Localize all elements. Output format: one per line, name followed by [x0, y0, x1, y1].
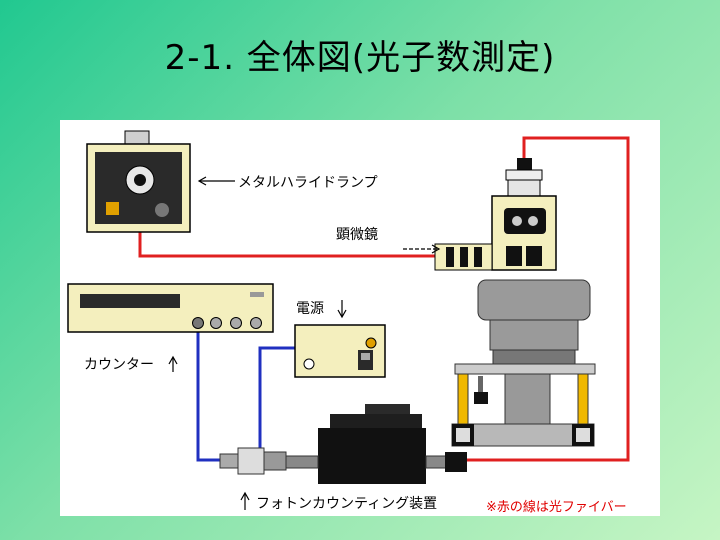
photon-arrow	[240, 491, 250, 510]
metal-halide-lamp	[86, 130, 191, 233]
cable-power	[258, 346, 295, 464]
power-label: 電源	[296, 301, 324, 317]
fiber-line-right	[465, 136, 630, 462]
counter-device	[67, 283, 274, 333]
photon-counting-device	[219, 404, 467, 484]
microscope	[434, 158, 596, 447]
lamp-label: メタルハライドランプ	[238, 175, 378, 191]
cable-counter	[196, 324, 220, 462]
lamp-arrow	[197, 176, 235, 186]
diagram-panel: メタルハライドランプ 顕微鏡 電源 カウンター フォトンカウンティング装置 ※赤…	[60, 120, 660, 516]
counter-arrow	[168, 355, 178, 372]
microscope-arrow	[403, 244, 441, 254]
counter-label: カウンター	[84, 357, 154, 373]
power-supply	[294, 324, 386, 378]
microscope-label: 顕微鏡	[336, 227, 378, 243]
fiber-note: ※赤の線は光ファイバー	[486, 500, 627, 515]
diagram-drawing	[67, 130, 630, 510]
slide-title: 2-1. 全体図(光子数測定)	[164, 38, 556, 78]
power-arrow	[337, 300, 347, 319]
photon-device-label: フォトンカウンティング装置	[256, 496, 438, 512]
